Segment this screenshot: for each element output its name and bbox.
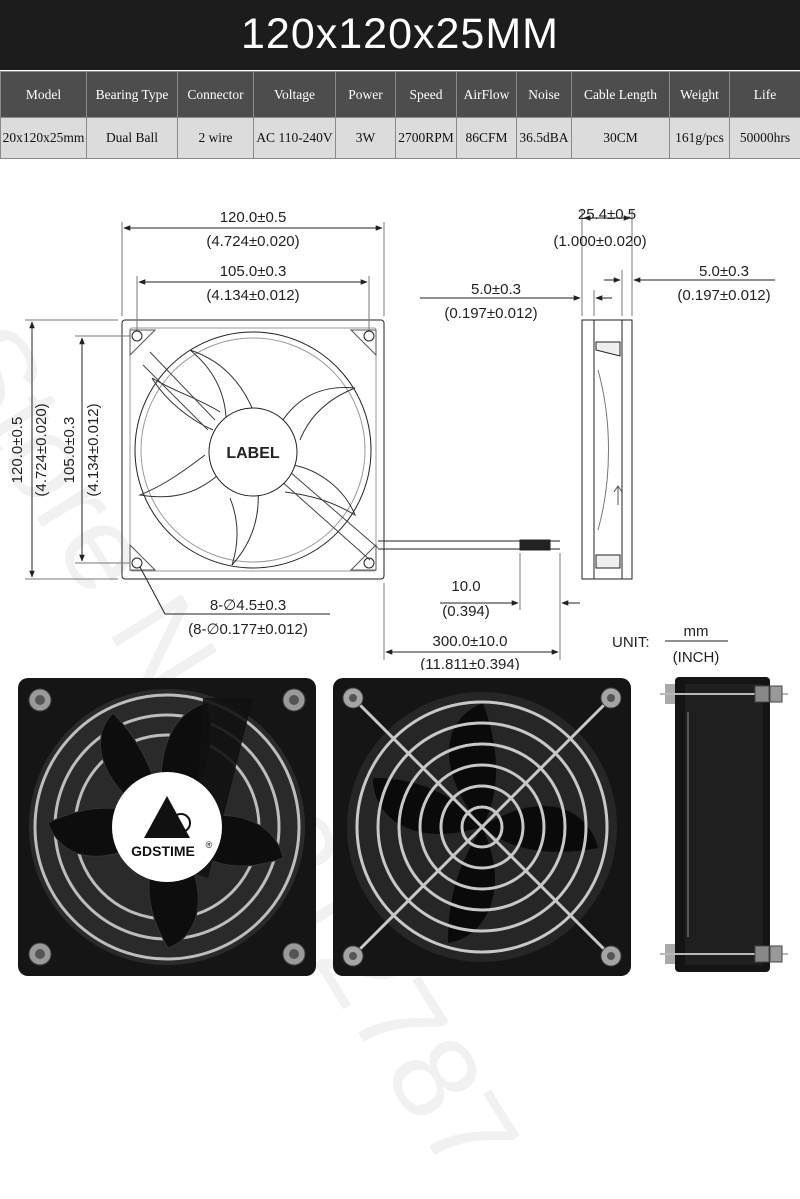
dim-hole-spacing-mm: 105.0±0.3: [220, 263, 287, 280]
mount-hole-bl: [132, 558, 142, 568]
dim-cable-length-in: (11.811±0.394): [420, 656, 519, 670]
spec-value-voltage: AC 110-240V: [254, 118, 336, 159]
spec-value-model: 20x120x25mm: [1, 118, 87, 159]
dim-depth-mm: 25.4±0.5: [578, 206, 636, 223]
page-title: 120x120x25MM: [0, 10, 800, 59]
fan-photo-back: [333, 678, 631, 976]
spec-header-weight: Weight: [670, 72, 730, 118]
unit-label: UNIT:: [612, 634, 650, 651]
spec-header-row: Model Bearing Type Connector Voltage Pow…: [1, 72, 800, 118]
fan-photo-front: GDSTIME ®: [18, 678, 316, 976]
spec-value-bearing-type: Dual Ball: [87, 118, 178, 159]
dim-flange-left-mm: 5.0±0.3: [471, 281, 521, 298]
dim-flange-right-in: (0.197±0.012): [677, 287, 770, 304]
spec-header-voltage: Voltage: [254, 72, 336, 118]
dim-overall-width-in: (4.724±0.020): [206, 233, 299, 250]
dim-holes-in: (8-∅0.177±0.012): [188, 621, 308, 638]
spec-header-bearing-type: Bearing Type: [87, 72, 178, 118]
dim-overall-height-mm: 120.0±0.5: [9, 417, 26, 484]
spec-header-connector: Connector: [178, 72, 254, 118]
unit-inch: (INCH): [673, 649, 720, 666]
mount-hole-tr: [364, 331, 374, 341]
dim-depth-in: (1.000±0.020): [553, 233, 646, 250]
dimension-drawing: 120.0±0.5 (4.724±0.020) 105.0±0.3 (4.134…: [0, 160, 800, 670]
brand-logo-text: GDSTIME: [131, 843, 195, 859]
mount-hole-tl: [132, 331, 142, 341]
dim-hole-spacing-v-mm: 105.0±0.3: [61, 417, 78, 484]
spec-header-life: Life: [730, 72, 800, 118]
spec-value-row: 20x120x25mm Dual Ball 2 wire AC 110-240V…: [1, 118, 800, 159]
dim-flange-left-in: (0.197±0.012): [444, 305, 537, 322]
spec-table: Model Bearing Type Connector Voltage Pow…: [0, 71, 800, 159]
spec-value-power: 3W: [336, 118, 396, 159]
spec-header-cable-length: Cable Length: [572, 72, 670, 118]
dim-cable-strip-in: (0.394): [442, 603, 490, 620]
spec-value-life: 50000hrs: [730, 118, 800, 159]
fan-label-text: LABEL: [226, 445, 280, 462]
fan-photo-side: [660, 672, 790, 978]
dim-hole-spacing-v-in: (4.134±0.012): [85, 403, 102, 496]
dim-holes-mm: 8-∅4.5±0.3: [210, 597, 286, 614]
dim-cable-length-mm: 300.0±10.0: [433, 633, 508, 650]
trademark-symbol: ®: [206, 840, 213, 850]
dim-overall-height-in: (4.724±0.020): [33, 403, 50, 496]
side-view-frame: [582, 320, 632, 579]
spec-header-power: Power: [336, 72, 396, 118]
title-banner: 120x120x25MM: [0, 0, 800, 70]
dim-hole-spacing-in: (4.134±0.012): [206, 287, 299, 304]
spec-header-airflow: AirFlow: [457, 72, 517, 118]
spec-value-airflow: 86CFM: [457, 118, 517, 159]
dim-flange-right-mm: 5.0±0.3: [699, 263, 749, 280]
spec-header-noise: Noise: [517, 72, 572, 118]
spec-header-speed: Speed: [396, 72, 457, 118]
spec-value-noise: 36.5dBA: [517, 118, 572, 159]
unit-mm: mm: [684, 623, 709, 640]
dim-overall-width-mm: 120.0±0.5: [220, 209, 287, 226]
spec-header-model: Model: [1, 72, 87, 118]
spec-value-speed: 2700RPM: [396, 118, 457, 159]
spec-value-weight: 161g/pcs: [670, 118, 730, 159]
dim-cable-strip-mm: 10.0: [451, 578, 480, 595]
spec-value-connector: 2 wire: [178, 118, 254, 159]
spec-value-cable-length: 30CM: [572, 118, 670, 159]
